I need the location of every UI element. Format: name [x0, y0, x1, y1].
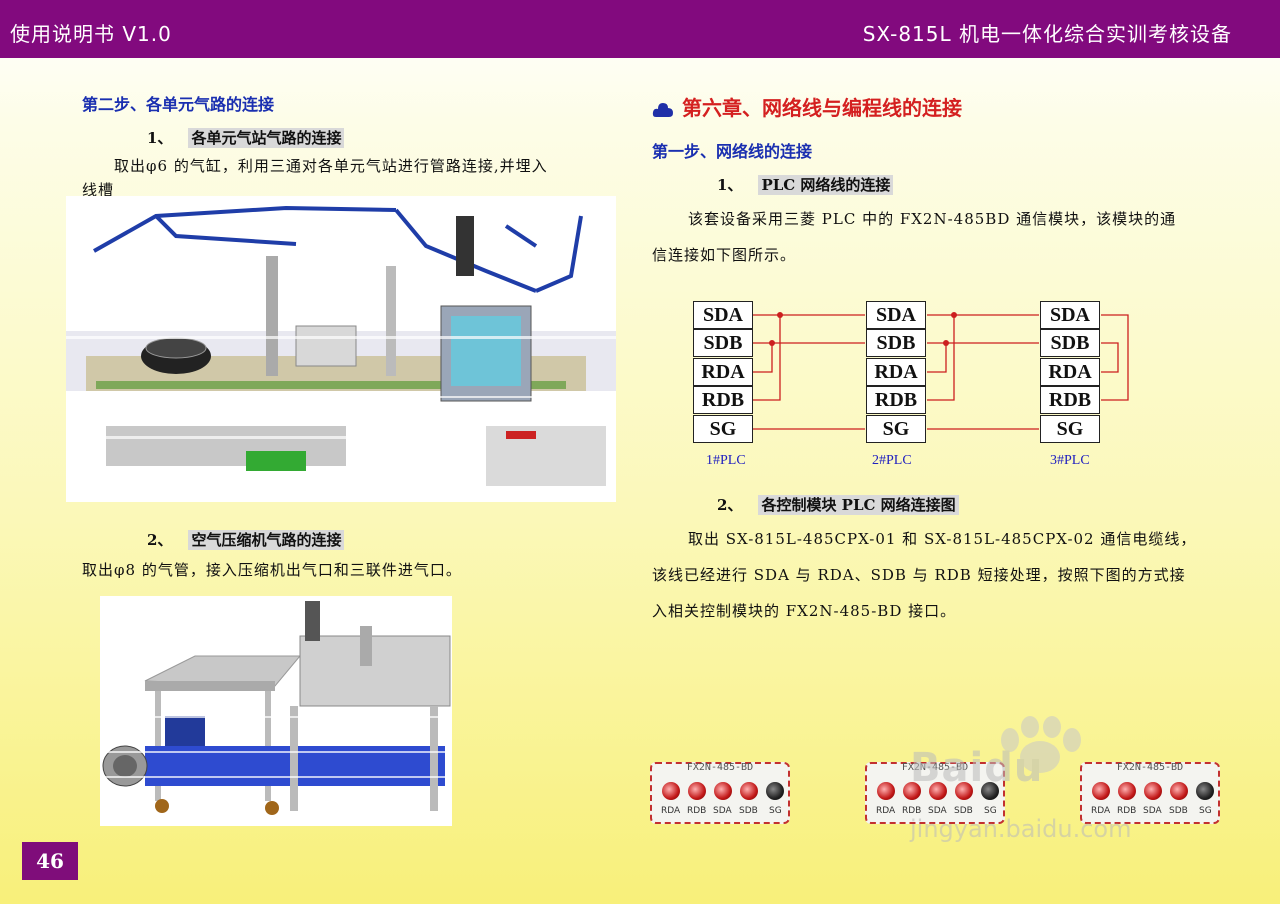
port-name: SDA: [713, 806, 732, 816]
air-compressor-photo: [100, 596, 452, 826]
sdb-port-icon: [740, 782, 758, 800]
plc2-sg-terminal: SG: [866, 415, 926, 443]
plc2-sdb-terminal: SDB: [866, 329, 926, 357]
port-name: RDA: [876, 806, 896, 816]
plc3-label: 3#PLC: [1050, 453, 1090, 468]
step2-heading: 第二步、各单元气路的连接: [82, 95, 275, 114]
panel-label: FX2N-485-BD: [901, 762, 969, 773]
port-name: SDA: [928, 806, 947, 816]
page-number: 46: [22, 842, 78, 880]
panel-label: FX2N-485-BD: [1116, 762, 1184, 773]
plc1-sdb-terminal: SDB: [693, 329, 753, 357]
right-item2-text: 取出 SX-815L-485CPX-01 和 SX-815L-485CPX-02…: [652, 521, 1212, 629]
plc2-label: 2#PLC: [872, 453, 912, 468]
plc1-rda-terminal: RDA: [693, 358, 753, 386]
cloud-bullet-icon: [652, 99, 674, 123]
left-item2-heading: 2、空气压缩机气路的连接: [147, 529, 345, 550]
plc3-rda-terminal: RDA: [1040, 358, 1100, 386]
item-number: 1、: [147, 129, 173, 147]
port-panel-2: FX2N-485-BD RDA RDB SDA SDB SG: [865, 762, 1005, 824]
sda-port-icon: [929, 782, 947, 800]
port-name: SDB: [1169, 806, 1188, 816]
sda-port-icon: [714, 782, 732, 800]
panel-label: FX2N-485-BD: [686, 762, 754, 773]
text-line: 该套设备采用三菱 PLC 中的 FX2N-485BD 通信模块，该模块的通: [688, 210, 1177, 228]
item-title: 空气压缩机气路的连接: [188, 530, 345, 550]
text-line: 信连接如下图所示。: [652, 246, 797, 264]
port-panel-3: FX2N-485-BD RDA RDB SDA SDB SG: [1080, 762, 1220, 824]
plc2-rda-terminal: RDA: [866, 358, 926, 386]
text-line: 取出φ6 的气缸，利用三通对各单元气站进行管路连接,并埋入: [114, 157, 548, 175]
sg-port-icon: [1196, 782, 1214, 800]
left-item1-text: 取出φ6 的气缸，利用三通对各单元气站进行管路连接,并埋入 线槽: [82, 154, 627, 202]
port-name: RDB: [687, 806, 707, 816]
port-name: RDB: [902, 806, 922, 816]
rdb-port-icon: [1118, 782, 1136, 800]
text-line: 该线已经进行 SDA 与 RDA、SDB 与 RDB 短接处理，按照下图的方式接: [652, 566, 1186, 584]
right-item2-heading: 2、各控制模块 PLC 网络连接图: [717, 494, 959, 515]
port-panel-1: FX2N-485-BD RDA RDB SDA SDB SG: [650, 762, 790, 824]
pneumatic-station-photo: [66, 196, 616, 502]
text-line: 取出 SX-815L-485CPX-01 和 SX-815L-485CPX-02…: [688, 530, 1197, 548]
port-name: RDA: [661, 806, 681, 816]
port-name: SDA: [1143, 806, 1162, 816]
chapter-heading: 第六章、网络线与编程线的连接: [652, 92, 962, 123]
baidu-watermark: Baidu jingyan.baidu.com: [900, 715, 1131, 855]
rdb-port-icon: [688, 782, 706, 800]
port-name: SDB: [739, 806, 758, 816]
chapter-title: 第六章、网络线与编程线的连接: [682, 96, 962, 120]
item-number: 1、: [717, 176, 743, 194]
sdb-port-icon: [955, 782, 973, 800]
plc2-sda-terminal: SDA: [866, 301, 926, 329]
plc3-rdb-terminal: RDB: [1040, 386, 1100, 414]
watermark-brand: Baidu: [910, 745, 1044, 791]
port-name: RDA: [1091, 806, 1111, 816]
equipment-title: SX-815L 机电一体化综合实训考核设备: [862, 22, 1232, 46]
right-item1-text: 该套设备采用三菱 PLC 中的 FX2N-485BD 通信模块，该模块的通 信连…: [652, 201, 1212, 273]
left-item1-heading: 1、各单元气站气路的连接: [147, 127, 345, 148]
sg-port-icon: [766, 782, 784, 800]
plc1-sg-terminal: SG: [693, 415, 753, 443]
text-line: 线槽: [82, 181, 115, 199]
sg-port-icon: [981, 782, 999, 800]
item-title: 各控制模块 PLC 网络连接图: [758, 495, 959, 515]
right-item1-heading: 1、 PLC 网络线的连接: [717, 174, 894, 195]
plc3-sda-terminal: SDA: [1040, 301, 1100, 329]
left-item2-text: 取出φ8 的气管，接入压缩机出气口和三联件进气口。: [82, 561, 462, 579]
text-line: 入相关控制模块的 FX2N-485-BD 接口。: [652, 602, 957, 620]
manual-title: 使用说明书 V1.0: [10, 22, 172, 46]
plc3-sg-terminal: SG: [1040, 415, 1100, 443]
rda-port-icon: [877, 782, 895, 800]
plc-wiring-diagram: SDA SDB RDA RDB SG 1#PLC SDA SDB RDA RDB…: [690, 300, 1140, 475]
page-header: 使用说明书 V1.0 SX-815L 机电一体化综合实训考核设备: [0, 0, 1280, 58]
port-name: SG: [769, 806, 782, 816]
plc1-rdb-terminal: RDB: [693, 386, 753, 414]
item-number: 2、: [717, 496, 743, 514]
step1-heading: 第一步、网络线的连接: [652, 142, 813, 161]
plc2-rdb-terminal: RDB: [866, 386, 926, 414]
item-title: PLC 网络线的连接: [758, 175, 894, 195]
plc3-sdb-terminal: SDB: [1040, 329, 1100, 357]
item-title: 各单元气站气路的连接: [188, 128, 345, 148]
sdb-port-icon: [1170, 782, 1188, 800]
port-name: RDB: [1117, 806, 1137, 816]
plc1-label: 1#PLC: [706, 453, 746, 468]
paw-icon: [1001, 716, 1081, 773]
rdb-port-icon: [903, 782, 921, 800]
watermark-site: jingyan.baidu.com: [910, 815, 1132, 843]
port-name: SG: [1199, 806, 1212, 816]
port-name: SG: [984, 806, 997, 816]
rda-port-icon: [662, 782, 680, 800]
port-name: SDB: [954, 806, 973, 816]
sda-port-icon: [1144, 782, 1162, 800]
plc1-sda-terminal: SDA: [693, 301, 753, 329]
rda-port-icon: [1092, 782, 1110, 800]
item-number: 2、: [147, 531, 173, 549]
